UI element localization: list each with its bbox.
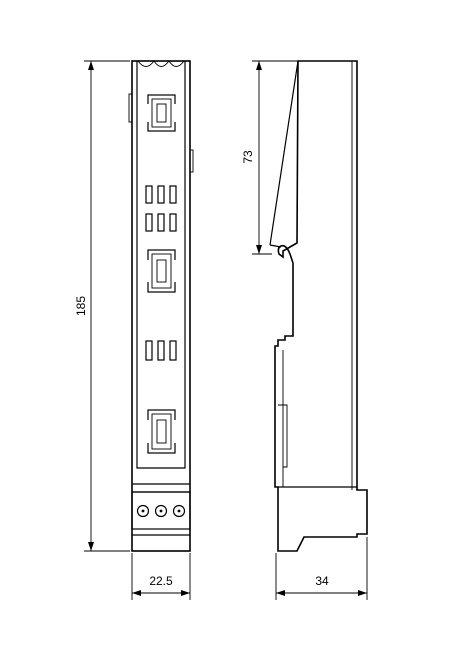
terminal-block xyxy=(131,483,191,536)
dimension-depth-label: 34 xyxy=(315,574,329,588)
front-body-outline xyxy=(131,60,191,552)
front-side-tab-left xyxy=(128,93,133,123)
terminal-screw-1 xyxy=(136,504,150,518)
vent-slots-1 xyxy=(145,185,177,232)
front-side-tab-right xyxy=(189,149,194,173)
side-body-outline xyxy=(274,60,368,552)
side-latch xyxy=(278,486,358,490)
terminal-screw-3 xyxy=(172,504,186,518)
side-rail-clip xyxy=(278,350,288,487)
label-holder-1 xyxy=(146,94,177,132)
side-view xyxy=(269,60,368,552)
dimension-height: 185 xyxy=(74,60,130,552)
terminal-screw-2 xyxy=(154,504,168,518)
side-sloped-face xyxy=(269,60,299,246)
vent-slots-2 xyxy=(145,340,177,361)
dimension-depth: 34 xyxy=(275,537,368,600)
dimension-height-label: 185 xyxy=(74,296,88,316)
dimension-top-section-label: 73 xyxy=(241,150,255,164)
label-holder-3 xyxy=(146,409,177,454)
dimension-top-section: 73 xyxy=(241,60,298,255)
front-view xyxy=(128,60,194,552)
front-top-notches xyxy=(137,60,185,67)
front-inner-panel xyxy=(136,61,186,469)
dimension-front-width: 22.5 xyxy=(131,553,191,600)
dimension-front-width-label: 22.5 xyxy=(149,574,173,588)
label-holder-2 xyxy=(146,249,177,293)
